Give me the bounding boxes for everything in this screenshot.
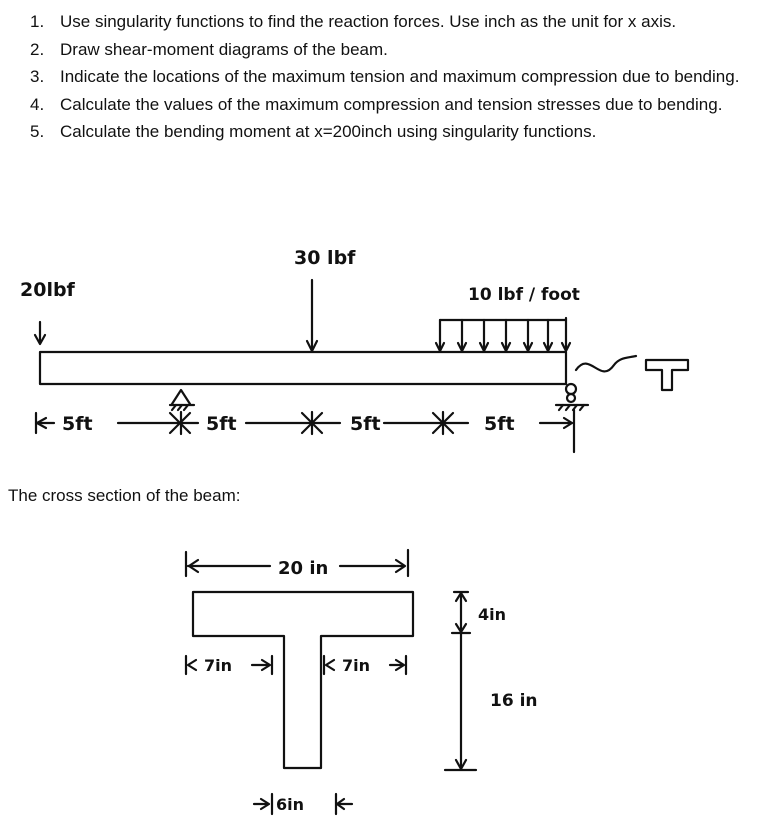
- question-item: 4. Calculate the values of the maximum c…: [30, 91, 750, 119]
- span-label-1: 5ft: [62, 413, 93, 435]
- roller-support: [554, 382, 590, 412]
- question-list: 1. Use singularity functions to find the…: [30, 8, 750, 146]
- question-text: Calculate the values of the maximum comp…: [60, 94, 723, 114]
- mid-point-load-arrow: [305, 278, 319, 353]
- question-item: 3. Indicate the locations of the maximum…: [30, 63, 750, 91]
- width-label: 20 in: [278, 558, 328, 579]
- height-label: 16 in: [490, 691, 538, 711]
- question-item: 1. Use singularity functions to find the…: [30, 8, 750, 36]
- question-number: 4.: [30, 94, 45, 114]
- height-dimension-line: [443, 632, 478, 772]
- right-overhang-dimension-line: [322, 654, 408, 676]
- question-number: 1.: [30, 12, 45, 31]
- mid-load-label: 30 lbf: [294, 247, 356, 269]
- beam-body: [38, 350, 568, 386]
- left-point-load-arrow: [33, 320, 47, 346]
- cross-section-caption: The cross section of the beam:: [8, 486, 241, 505]
- question-number: 3.: [30, 67, 45, 86]
- beam-diagram: 20lbf 30 lbf 10 lbf / foot 5ft 5ft 5ft 5…: [20, 247, 690, 454]
- tee-section-symbol: [644, 358, 690, 392]
- question-item: 2. Draw shear-moment diagrams of the bea…: [30, 36, 750, 64]
- left-load-label: 20lbf: [20, 279, 76, 301]
- flange-thickness-dimension-line: [450, 590, 472, 635]
- span-label-3: 5ft: [350, 413, 381, 435]
- question-text: Use singularity functions to find the re…: [60, 12, 677, 31]
- question-text: Draw shear-moment diagrams of the beam.: [60, 39, 388, 59]
- span-label-2: 5ft: [206, 413, 237, 435]
- flange-thickness-label: 4in: [478, 605, 506, 624]
- section-leader-line: [574, 354, 638, 373]
- left-overhang-label: 7in: [204, 656, 232, 675]
- question-item: 5. Calculate the bending moment at x=200…: [30, 118, 750, 146]
- cross-section-diagram: 20 in 7in 7in 4in 16 in 6in: [184, 548, 538, 816]
- left-overhang-dimension-line: [184, 654, 274, 676]
- distributed-load-arrows: [434, 316, 572, 353]
- span-label-4: 5ft: [484, 413, 515, 435]
- question-text: Indicate the locations of the maximum te…: [60, 67, 740, 86]
- web-width-dimension-line: [252, 792, 354, 816]
- question-number: 2.: [30, 39, 45, 59]
- width-dimension-line: [184, 548, 410, 578]
- tee-cross-section-outline: [191, 590, 415, 770]
- distributed-load-label: 10 lbf / foot: [468, 285, 580, 305]
- question-text: Calculate the bending moment at x=200inc…: [60, 122, 597, 141]
- right-overhang-label: 7in: [342, 656, 370, 675]
- web-width-label: 6in: [276, 795, 304, 814]
- pin-support: [168, 388, 196, 412]
- question-number: 5.: [30, 122, 45, 141]
- span-dimension-line: [34, 408, 576, 454]
